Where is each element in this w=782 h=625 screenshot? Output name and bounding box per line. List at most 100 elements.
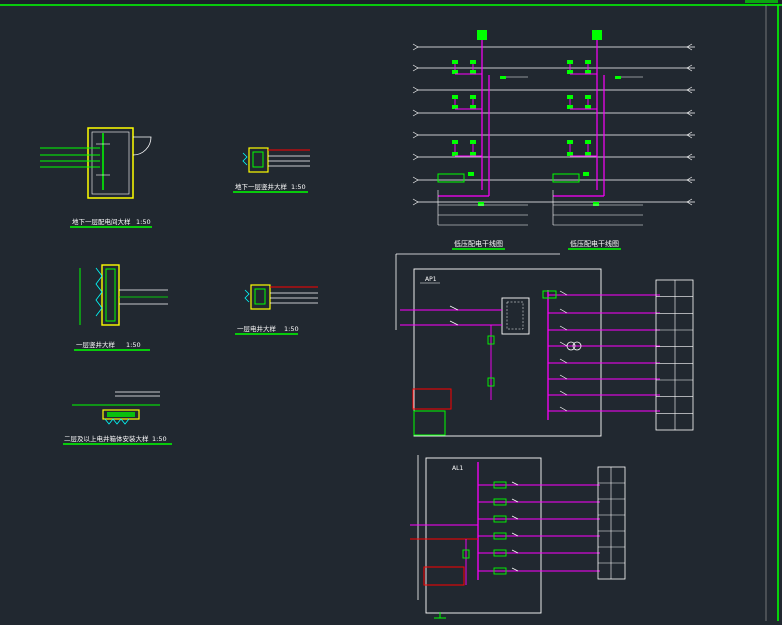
shaft-wall: [101, 264, 120, 326]
floor-arrow: [686, 176, 693, 184]
detail-shaft-1f: 一层竖井大样 1:50: [74, 264, 168, 351]
shaft-b1-scale: 1:50: [291, 183, 306, 191]
sub-panel-label: AL1: [452, 465, 463, 472]
floor-arrow: [686, 131, 693, 139]
meter-box: [585, 70, 591, 74]
floor-arrow: [412, 198, 419, 206]
ats-box: [501, 297, 530, 335]
shaft-wall: [248, 147, 269, 173]
sub-feeders: [410, 481, 600, 585]
table-frame: [597, 466, 626, 580]
breaker-symbol: [559, 358, 568, 364]
frame-tag: [745, 0, 778, 3]
room-wall-outer: [87, 127, 134, 199]
meter-box: [468, 172, 474, 176]
breaker-symbol: [559, 325, 568, 331]
floor-arrow: [686, 64, 693, 72]
shaft-box: [254, 288, 266, 305]
hatch: [242, 152, 248, 166]
breaker-symbol: [511, 567, 519, 572]
breaker-symbol: [511, 549, 519, 554]
meter-box: [470, 152, 476, 156]
sub-panel-schematic: AL1: [410, 455, 626, 619]
floor-arrow: [412, 131, 419, 139]
meter-box: [470, 70, 476, 74]
breaker-box: [493, 532, 507, 540]
breaker-box: [493, 567, 507, 575]
meter-box: [593, 202, 599, 206]
meter-box: [452, 70, 458, 74]
floor-arrow: [412, 64, 419, 72]
transformer-coil: [572, 341, 582, 351]
main-circuit-table: [655, 279, 694, 431]
shaft-box: [105, 268, 116, 322]
floor-arrow: [686, 153, 693, 161]
elec-room-title: 地下一层配电间大样: [72, 217, 131, 226]
panel-outline: [413, 268, 602, 437]
detail-elec-1f: 一层电井大样 1:50: [235, 284, 318, 335]
transformer-coil: [566, 341, 576, 351]
detail-shaft-2f: 二层及以上电井箱体安装大样 1:50: [63, 391, 172, 445]
floor-arrow: [412, 86, 419, 94]
shaft-2f-title: 二层及以上电井箱体安装大样: [64, 434, 149, 443]
breaker-symbol: [559, 290, 568, 296]
riser-right-title: 低压配电干线图: [570, 239, 619, 248]
ats-inner: [506, 301, 524, 330]
red-box: [412, 388, 452, 410]
top-equipment: [592, 30, 602, 40]
meter-box: [567, 152, 573, 156]
panel-outline: [425, 457, 542, 614]
breaker-symbol: [511, 498, 519, 503]
detail-elec-room: 地下一层配电间大样 1:50: [40, 127, 152, 228]
tag-box: [500, 76, 506, 79]
breaker-symbol: [449, 320, 459, 326]
meter-box: [452, 105, 458, 109]
top-equipment: [477, 30, 487, 40]
breaker-symbol: [449, 305, 459, 311]
breaker-box: [493, 498, 507, 506]
shaft-box: [252, 151, 264, 168]
meter-box: [478, 202, 484, 206]
main-panel-schematic: AP1: [395, 253, 694, 437]
meter-box: [585, 105, 591, 109]
meter-box: [470, 140, 476, 144]
breaker-box: [493, 481, 507, 489]
breaker-symbol: [511, 515, 519, 520]
meter-box: [567, 105, 573, 109]
shaft-wall: [250, 284, 271, 310]
breaker-box: [493, 549, 507, 557]
floor-arrow: [412, 176, 419, 184]
shaft-1f-scale: 1:50: [126, 341, 141, 349]
meter-box: [470, 60, 476, 64]
box-fill: [107, 412, 135, 417]
meter-box: [567, 140, 573, 144]
breaker-symbol: [559, 341, 568, 347]
meter-box: [585, 95, 591, 99]
breaker-symbol: [559, 406, 568, 412]
shaft-b1-title: 地下一层竖井大样: [235, 182, 288, 191]
breaker-symbol: [559, 308, 568, 314]
meter-box: [585, 152, 591, 156]
fuse: [462, 549, 470, 559]
distribution-box: [552, 173, 580, 183]
meter-box: [452, 140, 458, 144]
floor-arrow: [686, 198, 693, 206]
fuse: [487, 335, 495, 345]
meter-box: [452, 95, 458, 99]
floor-arrow: [686, 43, 693, 51]
meter-box: [567, 70, 573, 74]
floor-arrow: [412, 153, 419, 161]
meter-box: [452, 60, 458, 64]
floor-arrow: [412, 43, 419, 51]
door-swing: [132, 136, 152, 156]
meter-box: [567, 95, 573, 99]
riser-diagram-right: [552, 30, 643, 226]
floor-arrow: [686, 86, 693, 94]
elec-1f-scale: 1:50: [284, 325, 299, 333]
table-frame: [655, 279, 694, 431]
distribution-box: [437, 173, 465, 183]
meter-box: [470, 105, 476, 109]
shaft-2f-scale: 1:50: [152, 435, 167, 443]
